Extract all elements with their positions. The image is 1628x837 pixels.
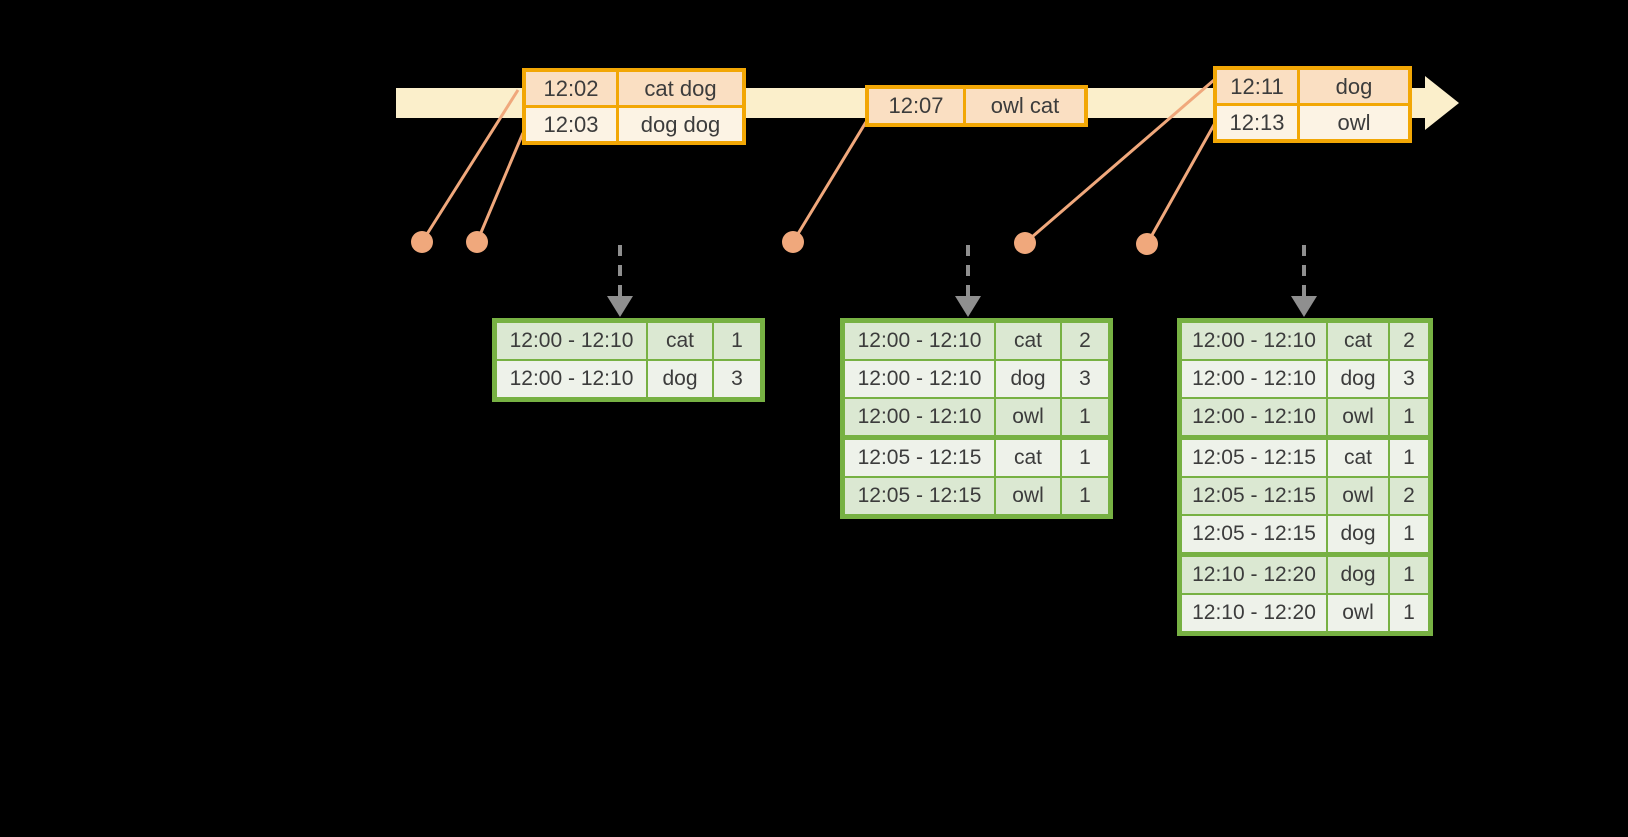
table-cell: 12:10 - 12:20 xyxy=(1178,552,1328,595)
event-connector-line xyxy=(475,132,525,243)
table-cell: owl xyxy=(1297,103,1412,143)
event-connector-line xyxy=(1024,78,1215,245)
table-cell: dog xyxy=(1326,514,1390,556)
table-cell: 12:00 - 12:10 xyxy=(841,359,996,399)
timeline-arrowhead-icon xyxy=(1425,76,1459,130)
table-cell: 1 xyxy=(1060,435,1112,478)
table-cell: 1 xyxy=(1388,514,1432,556)
trigger-arrow-icon xyxy=(607,245,633,317)
table-cell: 1 xyxy=(1388,397,1432,439)
table-cell: 1 xyxy=(1388,593,1432,635)
table-cell: 12:05 - 12:15 xyxy=(1178,476,1328,516)
table-cell: 12:03 xyxy=(522,105,619,145)
table-cell: 12:00 - 12:10 xyxy=(1178,397,1328,439)
table-cell: dog xyxy=(1297,66,1412,106)
table-cell: 1 xyxy=(1388,552,1432,595)
table-cell: 12:00 - 12:10 xyxy=(1178,359,1328,399)
table-cell: 12:00 - 12:10 xyxy=(1178,319,1328,361)
table-cell: owl xyxy=(1326,593,1390,635)
event-connector-line xyxy=(420,89,520,243)
table-cell: 3 xyxy=(712,359,764,401)
table-cell: owl xyxy=(1326,476,1390,516)
table-cell: 12:05 - 12:15 xyxy=(1178,435,1328,478)
table-cell: 1 xyxy=(1060,397,1112,439)
table-cell: 12:05 - 12:15 xyxy=(841,476,996,518)
table-cell: cat xyxy=(646,319,714,361)
table-cell: cat xyxy=(994,435,1062,478)
event-connector-line xyxy=(1145,122,1217,245)
table-cell: 2 xyxy=(1388,476,1432,516)
table-cell: dog xyxy=(994,359,1062,399)
table-cell: 12:00 - 12:10 xyxy=(841,397,996,439)
table-cell: 12:10 - 12:20 xyxy=(1178,593,1328,635)
table-cell: 1 xyxy=(1388,435,1432,478)
table-cell: 3 xyxy=(1388,359,1432,399)
table-cell: dog dog xyxy=(616,105,746,145)
table-cell: 12:05 - 12:15 xyxy=(1178,514,1328,556)
table-cell: owl xyxy=(994,397,1062,439)
table-cell: owl xyxy=(994,476,1062,518)
table-cell: 1 xyxy=(1060,476,1112,518)
trigger-arrow-icon xyxy=(1291,245,1317,317)
table-cell: 12:00 - 12:10 xyxy=(493,359,648,401)
table-cell: 3 xyxy=(1060,359,1112,399)
table-cell: dog xyxy=(1326,552,1390,595)
table-cell: 12:05 - 12:15 xyxy=(841,435,996,478)
event-dot xyxy=(1136,233,1158,255)
table-cell: 1 xyxy=(712,319,764,361)
table-cell: 12:02 xyxy=(522,68,619,108)
table-cell: 2 xyxy=(1388,319,1432,361)
table-cell: dog xyxy=(646,359,714,401)
table-cell: 12:11 xyxy=(1213,66,1300,106)
table-cell: cat xyxy=(1326,319,1390,361)
event-dot xyxy=(466,231,488,253)
table-cell: 12:00 - 12:10 xyxy=(841,319,996,361)
table-cell: 2 xyxy=(1060,319,1112,361)
event-connector-line xyxy=(791,121,868,243)
table-cell: owl cat xyxy=(963,85,1088,127)
table-cell: dog xyxy=(1326,359,1390,399)
table-cell: owl xyxy=(1326,397,1390,439)
event-dot xyxy=(782,231,804,253)
event-dot xyxy=(1014,232,1036,254)
table-cell: 12:13 xyxy=(1213,103,1300,143)
table-cell: 12:07 xyxy=(865,85,966,127)
table-cell: 12:00 - 12:10 xyxy=(493,319,648,361)
table-cell: cat xyxy=(1326,435,1390,478)
event-dot xyxy=(411,231,433,253)
trigger-arrow-icon xyxy=(955,245,981,317)
table-cell: cat xyxy=(994,319,1062,361)
table-cell: cat dog xyxy=(616,68,746,108)
